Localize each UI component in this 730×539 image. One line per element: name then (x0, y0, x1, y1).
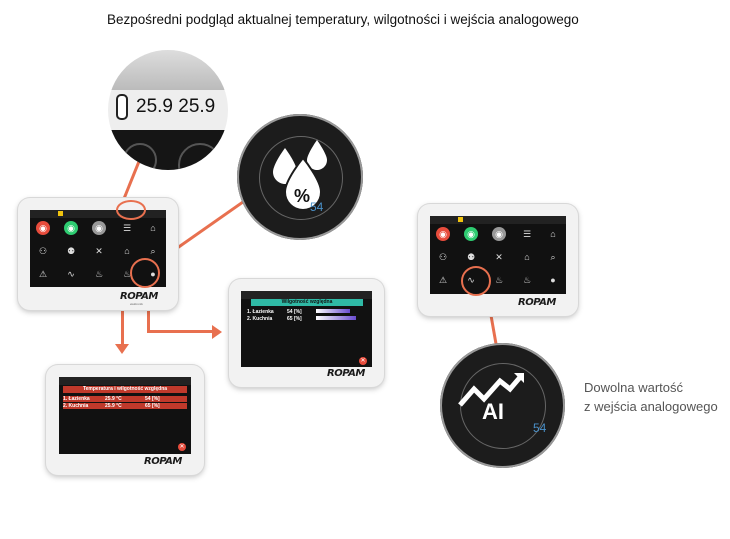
temp-row-1-hum: 54 [%] (145, 396, 160, 402)
lock-green-icon[interactable]: ◉ (464, 227, 478, 241)
highlight-status (116, 200, 146, 220)
keypad-temperature-view: Temperatura i wilgotność względna 1. Łaz… (46, 365, 204, 475)
highlight-humidity (130, 258, 160, 288)
humidity-row-2-value: 65 [%] (287, 316, 302, 322)
temperature-readout: 25.9 25.9 (136, 96, 216, 117)
humidity-percent: % (294, 186, 311, 206)
headline: Bezpośredni podgląd aktualnej temperatur… (107, 12, 579, 27)
house-settings-icon[interactable]: ⌂ (524, 251, 530, 262)
keypad-main: ◉ ◉ ◉ ☰ ⌂ ⚇ ⚉ ✕ ⌂ ⌕ ⚠ ∿ ♨ ♨ ● ROPAM elek… (18, 198, 178, 310)
warning-icon[interactable]: ⚠ (38, 268, 48, 279)
temperature-screen[interactable]: Temperatura i wilgotność względna 1. Łaz… (59, 377, 191, 454)
house-settings-icon[interactable]: ⌂ (124, 245, 130, 256)
keypad-right: ◉ ◉ ◉ ☰ ⌂ ⚇ ⚉ ✕ ⌂ ⌕ ⚠ ∿ ♨ ♨ ● ROPAM (418, 204, 578, 316)
brand-logo: ROPAM (327, 368, 365, 379)
arrow-down-icon (115, 344, 129, 354)
warning-icon[interactable]: ⚠ (438, 274, 448, 285)
close-icon[interactable]: ✕ (359, 357, 367, 365)
home-icon[interactable]: ⌂ (150, 222, 156, 233)
lock-grey-icon[interactable]: ◉ (92, 221, 106, 235)
humidity-zoom: % 54 (237, 114, 363, 240)
search-icon[interactable]: ⌕ (550, 251, 556, 262)
temp-row-2-temp: 25.9 °C (105, 403, 122, 409)
users-icon[interactable]: ⚇ (438, 251, 448, 262)
temp-humidity-icon[interactable]: ♨ (122, 268, 132, 279)
notes-icon[interactable]: ☰ (522, 228, 532, 239)
humidity-row-2-name: 2. Kuchnia (247, 316, 273, 322)
brand-tagline: elektronik (130, 302, 143, 306)
thermometer-icon (116, 94, 128, 120)
lock-red-icon[interactable]: ◉ (36, 221, 50, 235)
brand-logo: ROPAM (518, 297, 556, 308)
lock-red-icon[interactable]: ◉ (436, 227, 450, 241)
humidity-screen-title: Wilgotność względna (251, 299, 363, 306)
group-icon[interactable]: ⚉ (466, 251, 476, 262)
temperature-icon[interactable]: ♨ (494, 274, 504, 285)
search-icon[interactable]: ⌕ (150, 245, 156, 256)
humidity-drops-icon (273, 140, 327, 212)
temp-row-2-hum: 65 [%] (145, 403, 160, 409)
connector-right-horizontal (147, 330, 213, 333)
temp-row-1-temp: 25.9 °C (105, 396, 122, 402)
tools-icon[interactable]: ✕ (95, 245, 103, 256)
temp-humidity-icon[interactable]: ♨ (522, 274, 532, 285)
notes-icon[interactable]: ☰ (122, 222, 132, 233)
humidity-value: 54 (310, 200, 324, 214)
analog-trend-icon (458, 373, 524, 407)
lock-green-icon[interactable]: ◉ (64, 221, 78, 235)
brand-logo: ROPAM (144, 456, 182, 467)
keypad-right-screen[interactable]: ◉ ◉ ◉ ☰ ⌂ ⚇ ⚉ ✕ ⌂ ⌕ ⚠ ∿ ♨ ♨ ● (430, 216, 566, 294)
humidity-icon[interactable]: ● (550, 274, 556, 285)
humidity-row-1-value: 54 [%] (287, 309, 302, 315)
group-icon[interactable]: ⚉ (66, 245, 76, 256)
connector-down (121, 280, 124, 346)
analog-caption-line1: Dowolna wartość (584, 380, 683, 395)
keypad-humidity-view: Wilgotność względna 1. Łazienka 54 [%] 2… (229, 279, 384, 387)
temp-row-1-name: 1. Łazienka (63, 396, 187, 402)
analog-caption-line2: z wejścia analogowego (584, 399, 718, 414)
close-icon[interactable]: ✕ (178, 443, 186, 451)
analog-label: AI (482, 399, 504, 424)
temperature-icon[interactable]: ♨ (94, 268, 104, 279)
home-icon[interactable]: ⌂ (550, 228, 556, 239)
brand-logo: ROPAM (120, 291, 158, 302)
highlight-analog (461, 266, 491, 296)
analog-trend-icon[interactable]: ∿ (67, 268, 75, 279)
temperature-zoom: 25.9 25.9 (108, 50, 228, 170)
humidity-row-2-bar (316, 316, 356, 320)
arrow-right-icon (212, 325, 222, 339)
temperature-screen-title: Temperatura i wilgotność względna (63, 386, 187, 393)
humidity-row-1-bar (316, 309, 350, 313)
tools-icon[interactable]: ✕ (495, 251, 503, 262)
humidity-row-1-name: 1. Łazienka (247, 309, 274, 315)
lock-grey-icon[interactable]: ◉ (492, 227, 506, 241)
analog-caption: Dowolna wartość z wejścia analogowego (584, 378, 718, 416)
analog-zoom: AI 54 (440, 343, 565, 468)
users-icon[interactable]: ⚇ (38, 245, 48, 256)
humidity-screen[interactable]: Wilgotność względna 1. Łazienka 54 [%] 2… (241, 291, 372, 367)
analog-value: 54 (533, 421, 547, 435)
temp-row-2-name: 2. Kuchnia (63, 403, 187, 409)
